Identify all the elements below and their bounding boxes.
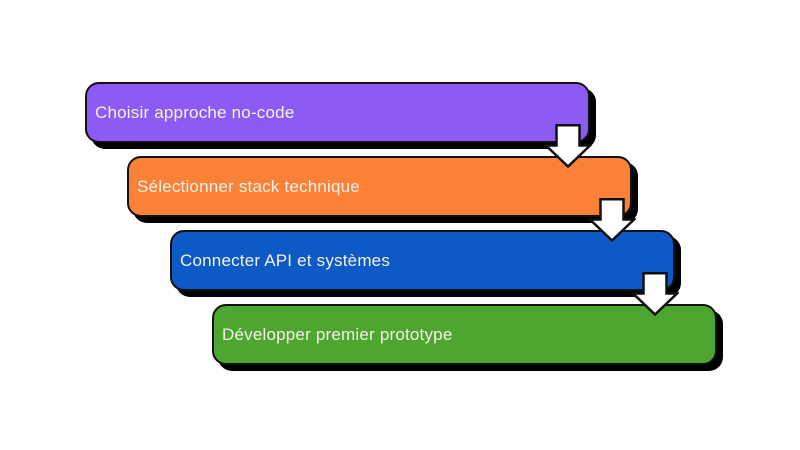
step-box-1: Choisir approche no-code [85,82,590,143]
down-arrow-shape [544,124,592,168]
down-arrow-icon [631,272,679,316]
step-label-4: Développer premier prototype [222,324,453,344]
step-box-3: Connecter API et systèmes [170,230,675,291]
step-label-3: Connecter API et systèmes [180,250,391,270]
step-label-1: Choisir approche no-code [95,102,295,122]
down-arrow-shape [588,198,636,242]
step-box-4: Développer premier prototype [212,304,717,365]
down-arrow-icon [588,198,636,242]
step-label-2: Sélectionner stack technique [137,176,360,196]
down-arrow-shape [631,272,679,316]
down-arrow-icon [544,124,592,168]
step-box-2: Sélectionner stack technique [127,156,632,217]
